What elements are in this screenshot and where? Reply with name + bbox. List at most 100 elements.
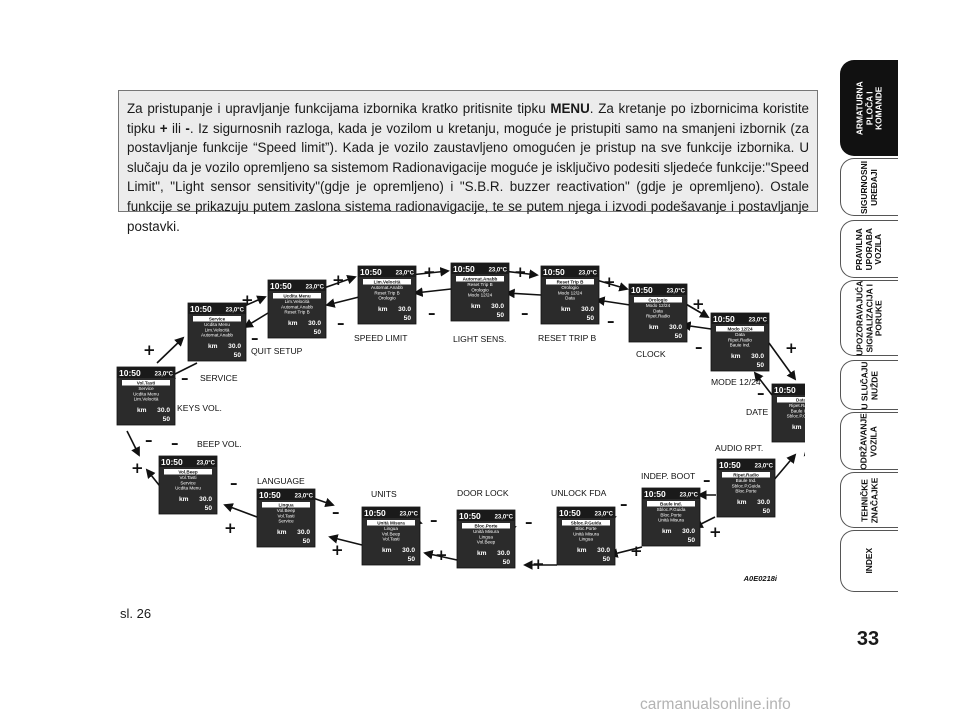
plus-sign: +	[224, 519, 237, 537]
minus-sign: –	[332, 503, 340, 521]
display-menu-line: Ripet.Radio	[733, 473, 759, 478]
chapter-tab[interactable]: SIGURNOSNI UREĐAJI	[840, 158, 898, 216]
menu-diagram: +–+–+–+–+–+–+–+–+–+–+–+–+–+–+–+– 10:5023…	[116, 262, 805, 583]
display-km-unit: km	[649, 324, 659, 331]
minus-arrow	[126, 430, 140, 457]
display-temp: 23,0°C	[595, 512, 614, 518]
label-light-sens: LIGHT SENS.	[453, 334, 506, 344]
display-km-unit: km	[277, 529, 287, 536]
display-menu-line: Reset Trip B	[374, 290, 399, 295]
plus-sign: +	[709, 523, 722, 541]
display-menu-line: Bloc.Porte	[575, 526, 597, 531]
display-menu-line: Sbloc.P.Guida	[732, 483, 761, 488]
watermark: carmanualsonline.info	[640, 696, 791, 713]
display-menu-line: Reset Trip B	[557, 280, 584, 285]
minus-sign: –	[430, 511, 438, 529]
intro-text-4: . Iz sigurnosnih razloga, kada je vozilo…	[127, 120, 809, 234]
minus-sign: –	[145, 431, 153, 449]
minus-sign: –	[620, 495, 628, 513]
display-menu-line: Modo 12/24	[646, 303, 671, 308]
minus-arrow	[413, 287, 452, 297]
display-menu-line: Ripet.Radio	[728, 337, 752, 342]
chapter-tab[interactable]: U SLUČAJU NUŽDE	[840, 360, 898, 410]
display-time: 10:50	[559, 508, 581, 518]
chapter-tab[interactable]: UPOZORAVAJUĆA SIGNALIZACIJA I PORUKE	[840, 280, 898, 356]
display-km-unit: km	[477, 550, 487, 557]
plus-arrow	[156, 336, 185, 364]
label-keys-vol: KEYS VOL.	[177, 403, 222, 413]
display-menu-line: Ripet.Radio	[646, 314, 670, 319]
chapter-tab-label: INDEX	[863, 548, 874, 574]
chapter-tab-label: PRAVILNA UPORABA VOZILA	[854, 227, 884, 271]
label-units: UNITS	[371, 489, 397, 499]
label-reset-trip: RESET TRIP B	[538, 333, 597, 343]
display-odometer: 30.0	[308, 320, 321, 327]
plus-sign: +	[331, 541, 344, 559]
display-menu-line: Orologio	[561, 285, 579, 290]
display-menu-line: Lim.Velocità	[134, 397, 159, 402]
display-trip: 50	[408, 556, 416, 563]
display-odometer: 30.0	[581, 306, 594, 313]
display-menu-line: Bloc.Porte	[660, 512, 682, 517]
chapter-tab[interactable]: ODRŽAVANJE VOZILA	[840, 412, 898, 470]
label-clock: CLOCK	[636, 349, 666, 359]
label-date: DATE	[746, 407, 769, 417]
display-time: 10:50	[543, 267, 565, 277]
minus-sign: –	[181, 369, 189, 387]
label-door-lock: DOOR LOCK	[457, 488, 509, 498]
display-km-unit: km	[208, 343, 218, 350]
display-menu-line: Baule Ind.	[660, 502, 682, 507]
minus-sign: –	[251, 329, 259, 347]
display-time: 10:50	[360, 267, 382, 277]
display-temp: 23,0°C	[400, 512, 419, 518]
display-menu-line: Baule Ind.	[736, 478, 757, 483]
chapter-tab[interactable]: PRAVILNA UPORABA VOZILA	[840, 220, 898, 278]
display-menu-line: Lim.Velocità	[285, 299, 310, 304]
display-menu-line: Ucdita Menu	[204, 322, 230, 327]
display-temp: 23,0°C	[226, 308, 245, 314]
plus-sign: +	[785, 339, 798, 357]
display-km-unit: km	[561, 306, 571, 313]
display-temp: 23,0°C	[579, 271, 598, 277]
display-menu-line: Service	[209, 317, 226, 322]
display-menu-line: Sbloc.P.Guida	[657, 507, 686, 512]
display-temp: 23,0°C	[667, 289, 686, 295]
page-number: 33	[856, 628, 880, 650]
display-trip: 50	[303, 538, 311, 545]
display-menu-line: Reset Trip B	[467, 282, 492, 287]
display-temp: 23,0°C	[680, 493, 699, 499]
chapter-tab[interactable]: TEHNIČKE ZNAČAJKE	[840, 472, 898, 528]
display-menu-line: Data	[565, 296, 575, 301]
minus-key: -	[185, 120, 190, 136]
chapter-tab[interactable]: INDEX	[840, 530, 898, 592]
intro-text-box: Za pristupanje i upravljanje funkcijama …	[118, 90, 818, 234]
display-menu-line: Vol.Beep	[477, 540, 496, 545]
minus-arrow	[595, 296, 631, 306]
display-menu-line: Modo 12/24	[558, 290, 583, 295]
chapter-tab-label: TEHNIČKE ZNAČAJKE	[858, 477, 879, 523]
display-odometer: 30.0	[757, 499, 770, 506]
display-menu-line: Autornat.Anabb	[371, 285, 403, 290]
display-time: 10:50	[364, 508, 386, 518]
display-time: 10:50	[190, 304, 212, 314]
display-trip: 50	[314, 329, 322, 336]
display-odometer: 30.0	[597, 547, 610, 554]
display-trip: 50	[503, 559, 511, 566]
minus-sign: –	[607, 312, 615, 330]
display-odometer: 30.0	[497, 550, 510, 557]
display-trip: 50	[688, 537, 696, 544]
chapter-tab[interactable]: ARMATURNA PLOČA I KOMANDE	[840, 60, 898, 156]
minus-sign: –	[428, 304, 436, 322]
display-temp: 23,0°C	[755, 464, 774, 470]
label-speed-limit: SPEED LIMIT	[354, 333, 408, 343]
display-odometer: 30.0	[751, 353, 764, 360]
minus-sign: –	[525, 513, 533, 531]
display-odometer: 30.0	[199, 496, 212, 503]
display-temp: 23,0°C	[155, 372, 174, 378]
intro-text-1: Za pristupanje i upravljanje funkcijama …	[127, 101, 551, 116]
minus-sign: –	[171, 434, 179, 452]
